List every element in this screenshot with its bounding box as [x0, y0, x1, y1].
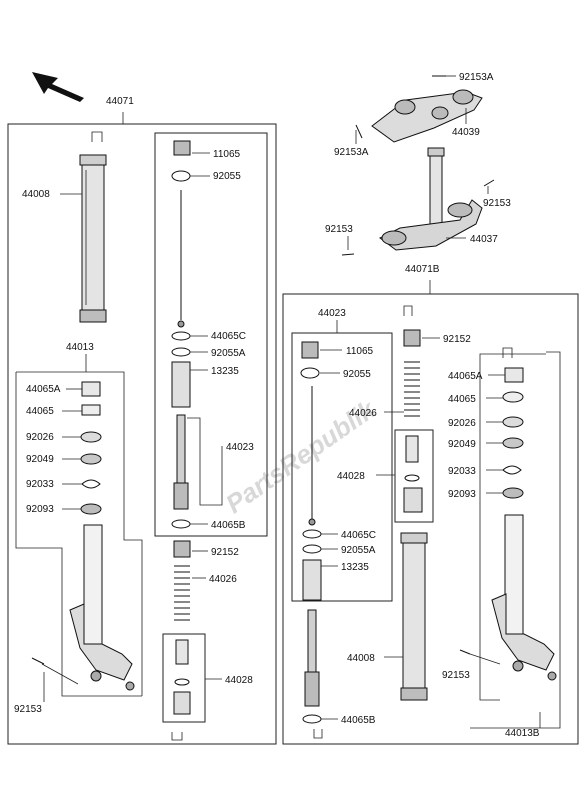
- label-92152-right: 92152: [443, 334, 471, 345]
- label-44065B-left: 44065B: [211, 520, 246, 531]
- damper-cartridge-left: [171, 140, 191, 529]
- label-92153A-top: 92153A: [459, 72, 494, 83]
- label-92026-left: 92026: [26, 432, 54, 443]
- label-44013: 44013: [66, 342, 94, 353]
- label-44008-right: 44008: [347, 653, 375, 664]
- label-92153-left-top: 92153: [325, 224, 353, 235]
- label-44071B: 44071B: [405, 264, 440, 275]
- outer-tube-right: [400, 532, 428, 701]
- label-92033-left: 92033: [26, 479, 54, 490]
- label-92033-right: 92033: [448, 466, 476, 477]
- upper-bracket-44039: [371, 89, 483, 143]
- label-92093-right: 92093: [448, 489, 476, 500]
- label-44065C-right: 44065C: [341, 530, 376, 541]
- label-44065B-right: 44065B: [341, 715, 376, 726]
- label-44023-right: 44023: [318, 308, 346, 319]
- right-fork-assembly: 44071B 44023 11065 92055 44065C 92055A 1…: [282, 264, 579, 745]
- label-92026-right: 92026: [448, 418, 476, 429]
- label-44028-left: 44028: [225, 675, 253, 686]
- spring-stack-right: [394, 305, 434, 523]
- label-13235-right: 13235: [341, 562, 369, 573]
- inner-tube-and-axle-holder-right: [491, 514, 557, 681]
- outer-tube-44008: [79, 154, 107, 323]
- label-44071: 44071: [106, 96, 134, 107]
- label-92152-left: 92152: [211, 547, 239, 558]
- label-92055A-left: 92055A: [211, 348, 246, 359]
- inner-tube-and-axle-holder-left: [69, 524, 135, 691]
- label-11065-right: 11065: [346, 346, 374, 357]
- label-92153-left: 92153: [14, 704, 42, 715]
- label-44037: 44037: [470, 234, 498, 245]
- label-44013B: 44013B: [505, 728, 540, 739]
- front-direction-arrow-icon: [32, 72, 84, 102]
- label-44065-right: 44065: [448, 394, 476, 405]
- label-92055A-right: 92055A: [341, 545, 376, 556]
- label-44065-left: 44065: [26, 406, 54, 417]
- label-44065C-left: 44065C: [211, 331, 246, 342]
- label-13235-left: 13235: [211, 366, 239, 377]
- seal-stack-left: [80, 381, 102, 515]
- steering-stem-44037: [379, 147, 483, 251]
- label-92049-right: 92049: [448, 439, 476, 450]
- steering-clamps: 92153A 92153A 44039 92153 92153 44037: [325, 72, 511, 256]
- label-44008-left: 44008: [22, 189, 50, 200]
- label-44023-left: 44023: [226, 442, 254, 453]
- label-92055-left: 92055: [213, 171, 241, 182]
- label-92049-left: 92049: [26, 454, 54, 465]
- label-44039: 44039: [452, 127, 480, 138]
- spring-stack-left: [162, 540, 206, 723]
- label-44028-right: 44028: [337, 471, 365, 482]
- label-92153A-left: 92153A: [334, 147, 369, 158]
- damper-cartridge-right: [300, 341, 322, 724]
- damper-box-right: [291, 332, 393, 602]
- label-44026-right: 44026: [349, 408, 377, 419]
- left-fork-assembly: 44071 44008 44013 44065A 44065 92026 920…: [7, 96, 277, 745]
- label-11065-left: 11065: [213, 149, 241, 160]
- damper-box-44023: [154, 132, 268, 537]
- seal-stack-right: [502, 347, 524, 499]
- assembly-box-44071: [7, 123, 277, 745]
- label-92093-left: 92093: [26, 504, 54, 515]
- label-92153-right: 92153: [442, 670, 470, 681]
- label-44065A-right: 44065A: [448, 371, 483, 382]
- assembly-box-44071B: [282, 293, 579, 745]
- label-44026-left: 44026: [209, 574, 237, 585]
- label-92055-right: 92055: [343, 369, 371, 380]
- label-92153-right-top: 92153: [483, 198, 511, 209]
- label-44065A-left: 44065A: [26, 384, 61, 395]
